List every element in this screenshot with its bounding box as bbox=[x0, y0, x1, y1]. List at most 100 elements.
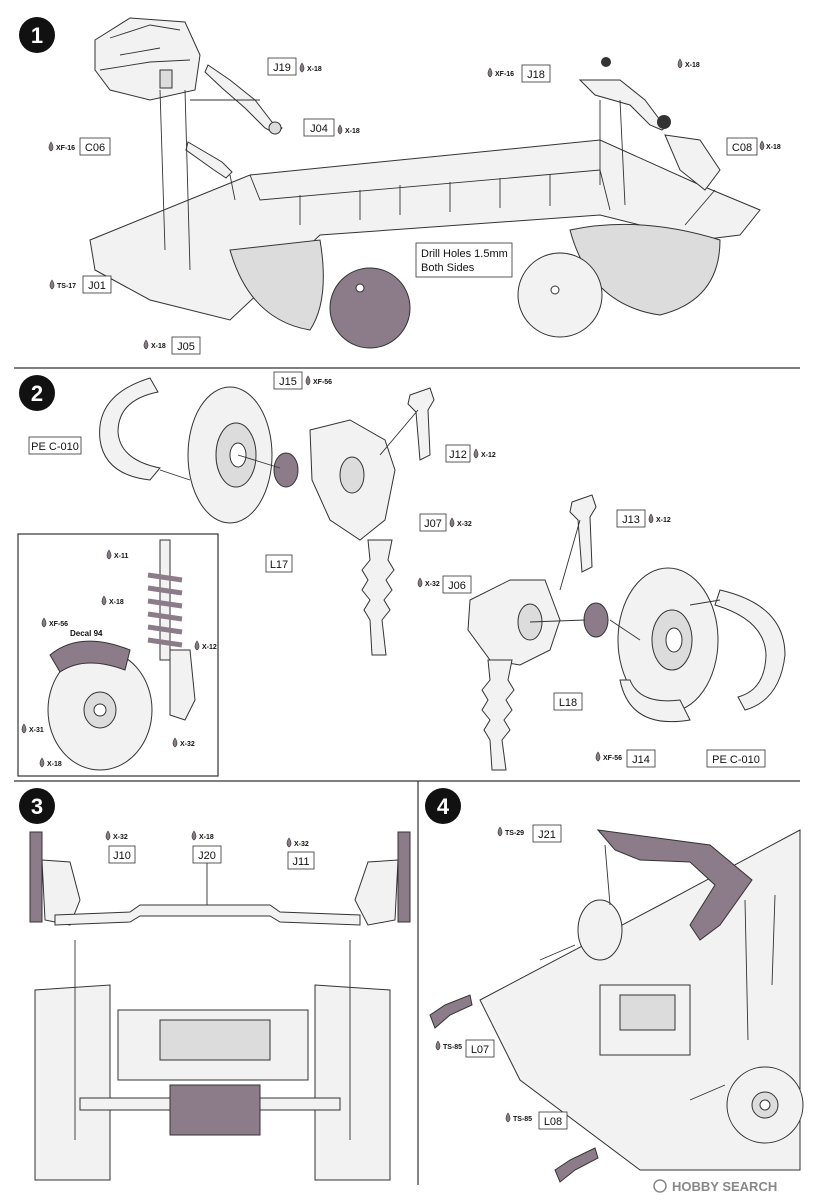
svg-text:X-18: X-18 bbox=[47, 761, 62, 768]
svg-text:X-18: X-18 bbox=[151, 343, 166, 350]
svg-text:X-12: X-12 bbox=[481, 452, 496, 459]
wishbone-j21 bbox=[596, 829, 753, 941]
part-j07: J07 bbox=[424, 518, 442, 530]
arm-j18 bbox=[578, 79, 669, 131]
step-2: 2 bbox=[17, 371, 786, 777]
part-j20: J20 bbox=[198, 850, 216, 862]
callout-l18: L18 bbox=[553, 692, 583, 711]
part-pe-c010-right: PE C-010 bbox=[712, 754, 760, 766]
drill-detail-right bbox=[517, 252, 603, 338]
callout-j19: J19 X-18 bbox=[267, 57, 322, 76]
svg-text:X-18: X-18 bbox=[345, 128, 360, 135]
svg-text:X-32: X-32 bbox=[457, 521, 472, 528]
step-4: 4 TS-29 J21 TS-85 bbox=[425, 788, 804, 1183]
part-j18: J18 bbox=[527, 69, 545, 81]
upright-j06 bbox=[467, 579, 561, 666]
svg-text:X-32: X-32 bbox=[113, 834, 128, 841]
part-l17: L17 bbox=[270, 559, 288, 571]
arm-j13 bbox=[569, 494, 597, 573]
step-1-number: 1 bbox=[31, 23, 43, 48]
part-j19: J19 bbox=[273, 62, 291, 74]
anti-roll-bar-j20 bbox=[54, 904, 361, 926]
part-j14: J14 bbox=[632, 754, 650, 766]
step-2-number: 2 bbox=[31, 381, 43, 406]
watermark: HOBBY SEARCH bbox=[653, 1179, 777, 1194]
part-j13: J13 bbox=[622, 514, 640, 526]
callout-j06: X-32 J06 bbox=[417, 575, 472, 594]
drill-note-line2: Both Sides bbox=[421, 262, 475, 274]
strut-j06 bbox=[481, 659, 515, 771]
right-hub-disc bbox=[397, 831, 411, 923]
part-j11: J11 bbox=[293, 856, 310, 868]
step-1: 1 bbox=[19, 17, 781, 355]
upright-j10 bbox=[41, 859, 81, 926]
callout-j14: XF-56 J14 bbox=[595, 749, 656, 768]
part-j15: J15 bbox=[279, 376, 297, 388]
boot-l08 bbox=[554, 1147, 599, 1183]
boot-l07 bbox=[429, 994, 473, 1029]
callout-j01: TS-17 J01 bbox=[49, 275, 112, 294]
callout-pe-right: PE C-010 bbox=[706, 749, 766, 768]
lever-j04 bbox=[185, 141, 233, 179]
arm-j12 bbox=[407, 387, 435, 461]
svg-text:XF-16: XF-16 bbox=[56, 145, 75, 152]
step-4-badge bbox=[425, 788, 461, 824]
part-j01: J01 bbox=[88, 280, 106, 292]
svg-text:X-32: X-32 bbox=[425, 581, 440, 588]
bearing-l17 bbox=[273, 452, 299, 488]
svg-text:X-18: X-18 bbox=[766, 144, 781, 151]
part-pe-c010-left: PE C-010 bbox=[31, 441, 79, 453]
svg-text:TS-85: TS-85 bbox=[443, 1044, 462, 1051]
svg-text:TS-17: TS-17 bbox=[57, 283, 76, 290]
svg-text:X-18: X-18 bbox=[109, 599, 124, 606]
front-wheel-arch bbox=[229, 239, 324, 331]
part-j05: J05 bbox=[177, 341, 195, 353]
svg-text:TS-29: TS-29 bbox=[505, 830, 524, 837]
rear-wheel-arch bbox=[569, 223, 721, 316]
callout-l07: TS-85 L07 bbox=[435, 1039, 495, 1058]
part-l08: L08 bbox=[544, 1116, 562, 1128]
step-4-number: 4 bbox=[437, 794, 450, 819]
step-3-number: 3 bbox=[31, 794, 43, 819]
decal-label: Decal 94 bbox=[70, 629, 103, 638]
callout-j13: J13 X-12 bbox=[616, 509, 671, 528]
svg-text:X-12: X-12 bbox=[656, 517, 671, 524]
svg-text:X-31: X-31 bbox=[29, 727, 44, 734]
svg-text:X-18: X-18 bbox=[307, 66, 322, 73]
part-c08: C08 bbox=[732, 142, 752, 154]
svg-text:X-18: X-18 bbox=[199, 834, 214, 841]
callout-j10: X-32 J10 bbox=[105, 830, 136, 864]
part-j06: J06 bbox=[448, 580, 466, 592]
callout-j20: X-18 J20 bbox=[191, 830, 222, 905]
part-l18: L18 bbox=[559, 697, 577, 709]
callout-j18: XF-16 J18 X-18 bbox=[487, 58, 700, 83]
left-hub-disc bbox=[29, 831, 43, 923]
callout-l17: L17 bbox=[265, 554, 293, 573]
callout-c06: XF-16 C06 bbox=[48, 137, 111, 156]
drill-detail-left bbox=[329, 267, 411, 349]
bracket-c08 bbox=[664, 134, 721, 191]
drill-note-line1: Drill Holes 1.5mm bbox=[421, 248, 508, 260]
engine-block-c06 bbox=[94, 17, 201, 101]
callout-c08: C08 X-18 bbox=[726, 137, 781, 156]
part-j10: J10 bbox=[113, 850, 131, 862]
step-3-badge bbox=[19, 788, 55, 824]
callout-j04: J04 X-18 bbox=[303, 118, 360, 137]
strut-j07 bbox=[361, 539, 395, 656]
part-c06: C06 bbox=[85, 142, 105, 154]
step-2-inset: X-11 X-18 XF-56 Decal 94 X-12 X-31 X-32 … bbox=[17, 533, 219, 777]
svg-text:X-32: X-32 bbox=[294, 841, 309, 848]
callout-l08: TS-85 L08 bbox=[505, 1111, 568, 1130]
part-j12: J12 bbox=[449, 449, 467, 461]
drill-note: Drill Holes 1.5mm Both Sides bbox=[415, 242, 513, 278]
part-l07: L07 bbox=[471, 1044, 489, 1056]
pe-shield-right bbox=[714, 589, 786, 711]
part-j04: J04 bbox=[310, 123, 328, 135]
svg-text:XF-56: XF-56 bbox=[603, 755, 622, 762]
part-j21: J21 bbox=[538, 829, 556, 841]
callout-pe-left: PE C-010 bbox=[28, 436, 82, 455]
svg-text:XF-56: XF-56 bbox=[313, 379, 332, 386]
svg-text:X-12: X-12 bbox=[202, 644, 217, 651]
callout-j15: J15 XF-56 bbox=[273, 371, 332, 390]
